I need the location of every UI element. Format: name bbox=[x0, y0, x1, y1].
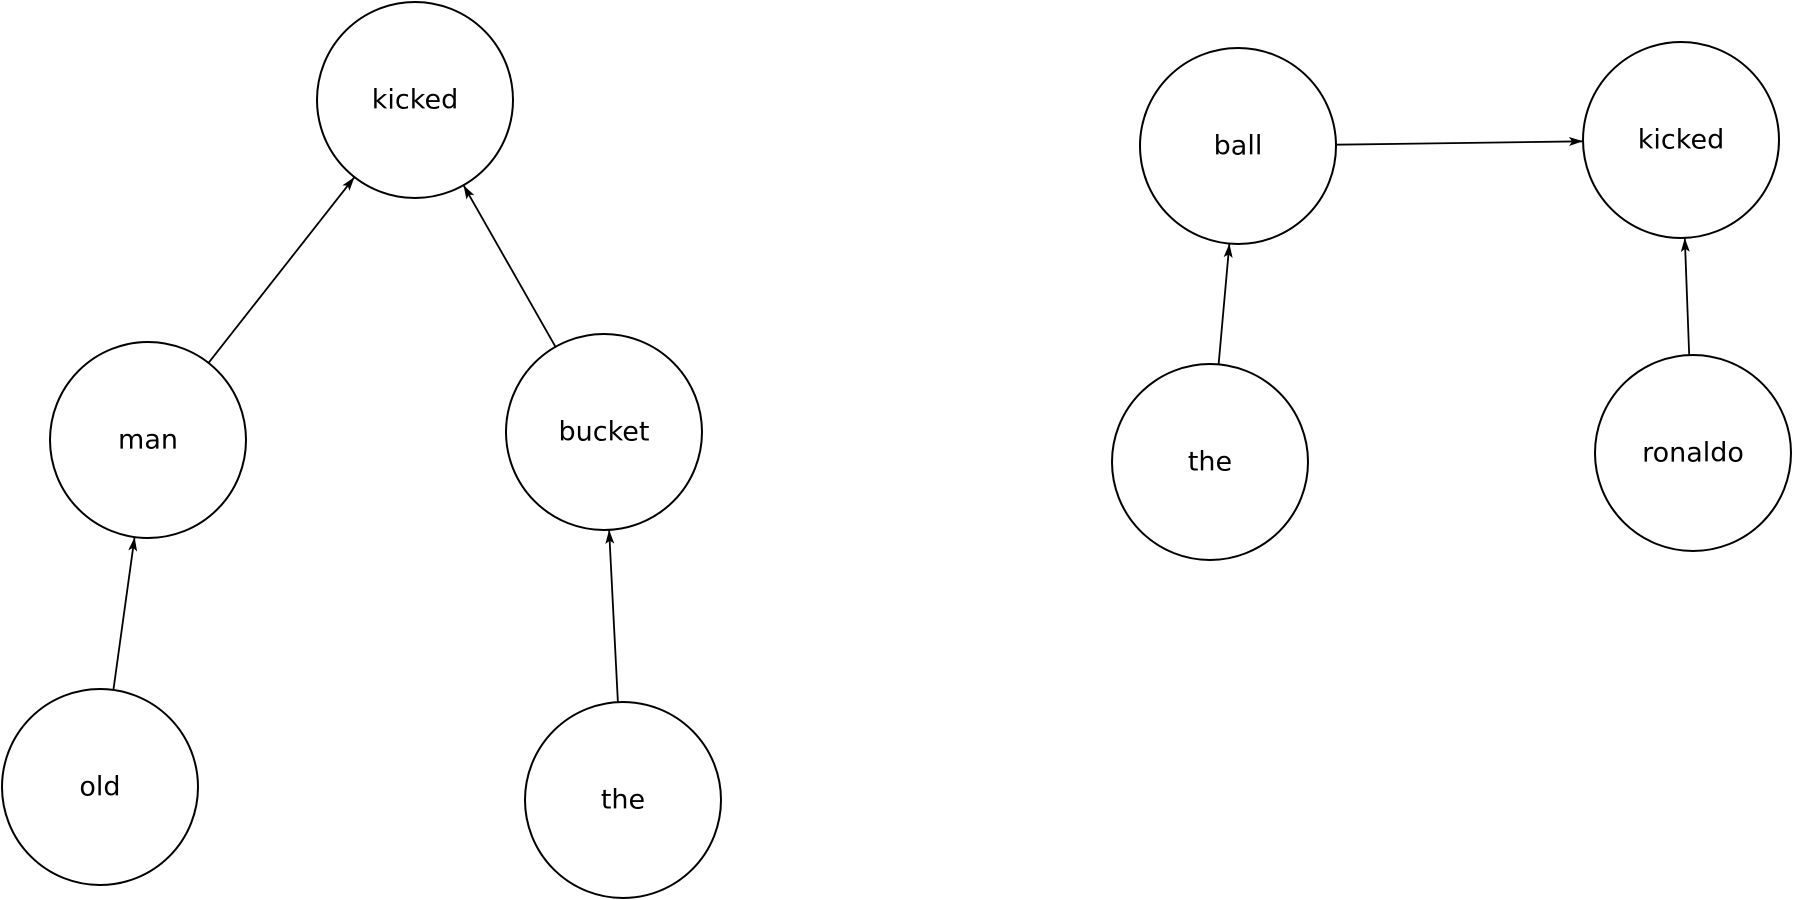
node-circle-old bbox=[1, 688, 199, 886]
node-the: the bbox=[524, 701, 722, 899]
edge-ball-to-kicked bbox=[1335, 136, 1584, 146]
edge-the-to-bucket bbox=[605, 529, 619, 703]
node-circle-kicked bbox=[316, 1, 514, 199]
node-circle-the bbox=[1111, 363, 1309, 561]
node-ronaldo: ronaldo bbox=[1594, 354, 1792, 552]
edge-old-to-man bbox=[112, 536, 138, 691]
edge-bucket-to-kicked bbox=[462, 184, 557, 348]
node-label-bucket: bucket bbox=[559, 417, 650, 448]
node-circle-ronaldo bbox=[1594, 354, 1792, 552]
node-man: man bbox=[49, 341, 247, 539]
edge-ronaldo-to-kicked bbox=[1680, 237, 1691, 356]
node-kicked: kicked bbox=[1582, 41, 1780, 239]
right-dependency-graph: ball kicked the ronaldo bbox=[1111, 41, 1792, 561]
node-label-kicked: kicked bbox=[1638, 125, 1724, 156]
node-label-ball: ball bbox=[1214, 131, 1263, 162]
edge-the-to-ball bbox=[1217, 243, 1233, 365]
node-circle-kicked bbox=[1582, 41, 1780, 239]
node-kicked: kicked bbox=[316, 1, 514, 199]
left-dependency-tree: kicked man bucket old the bbox=[1, 1, 722, 899]
node-circle-bucket bbox=[505, 333, 703, 531]
node-bucket: bucket bbox=[505, 333, 703, 531]
node-old: old bbox=[1, 688, 199, 886]
node-label-the: the bbox=[601, 785, 645, 816]
node-circle-ball bbox=[1139, 47, 1337, 245]
node-label-kicked: kicked bbox=[372, 85, 458, 116]
node-label-the: the bbox=[1188, 447, 1232, 478]
node-ball: ball bbox=[1139, 47, 1337, 245]
node-circle-man bbox=[49, 341, 247, 539]
node-label-ronaldo: ronaldo bbox=[1642, 438, 1744, 469]
node-circle-the bbox=[524, 701, 722, 899]
edge-man-to-kicked bbox=[207, 176, 356, 364]
node-label-man: man bbox=[118, 425, 178, 456]
node-the: the bbox=[1111, 363, 1309, 561]
node-label-old: old bbox=[79, 772, 120, 803]
